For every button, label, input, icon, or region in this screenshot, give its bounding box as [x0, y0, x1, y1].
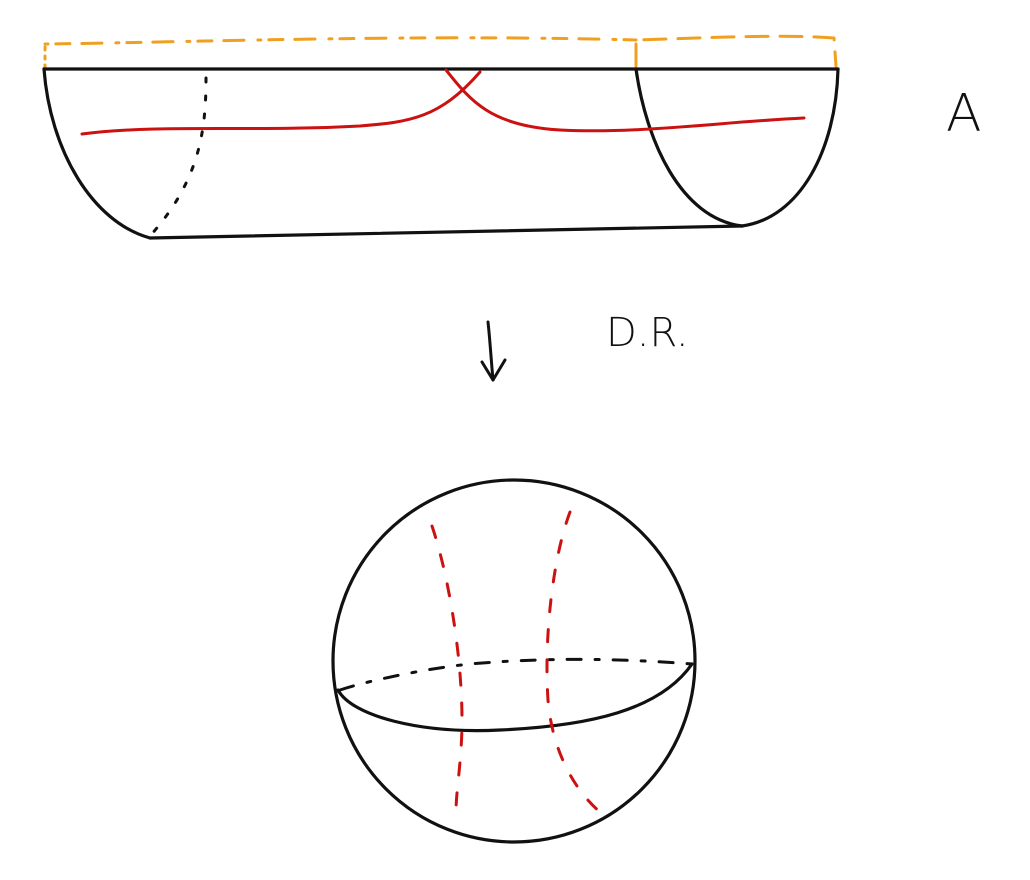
- bottom-edge: [148, 224, 744, 240]
- half-cylinder-space: [42, 34, 840, 240]
- orange-boundary-right-box: [634, 34, 838, 68]
- orange-boundary-top-line: [43, 36, 638, 46]
- right-half-disc-back: [740, 67, 840, 228]
- arrow-label: D.R.: [606, 310, 689, 356]
- red-curve-left: [80, 70, 482, 136]
- equator-front: [336, 662, 694, 733]
- left-half-disc-edge: [42, 67, 152, 240]
- orange-boundary: [43, 34, 838, 70]
- red-meridians: [430, 510, 602, 814]
- equator-back: [338, 657, 694, 692]
- space-label: A: [946, 84, 982, 144]
- red-curves: [80, 68, 806, 136]
- red-curve-right: [444, 68, 806, 133]
- red-meridian-right: [545, 510, 602, 814]
- right-half-disc-front: [634, 67, 744, 228]
- sphere-outline: [331, 478, 697, 844]
- down-arrow-icon: [480, 320, 507, 382]
- left-hidden-curve: [148, 76, 208, 238]
- sphere: [331, 478, 697, 844]
